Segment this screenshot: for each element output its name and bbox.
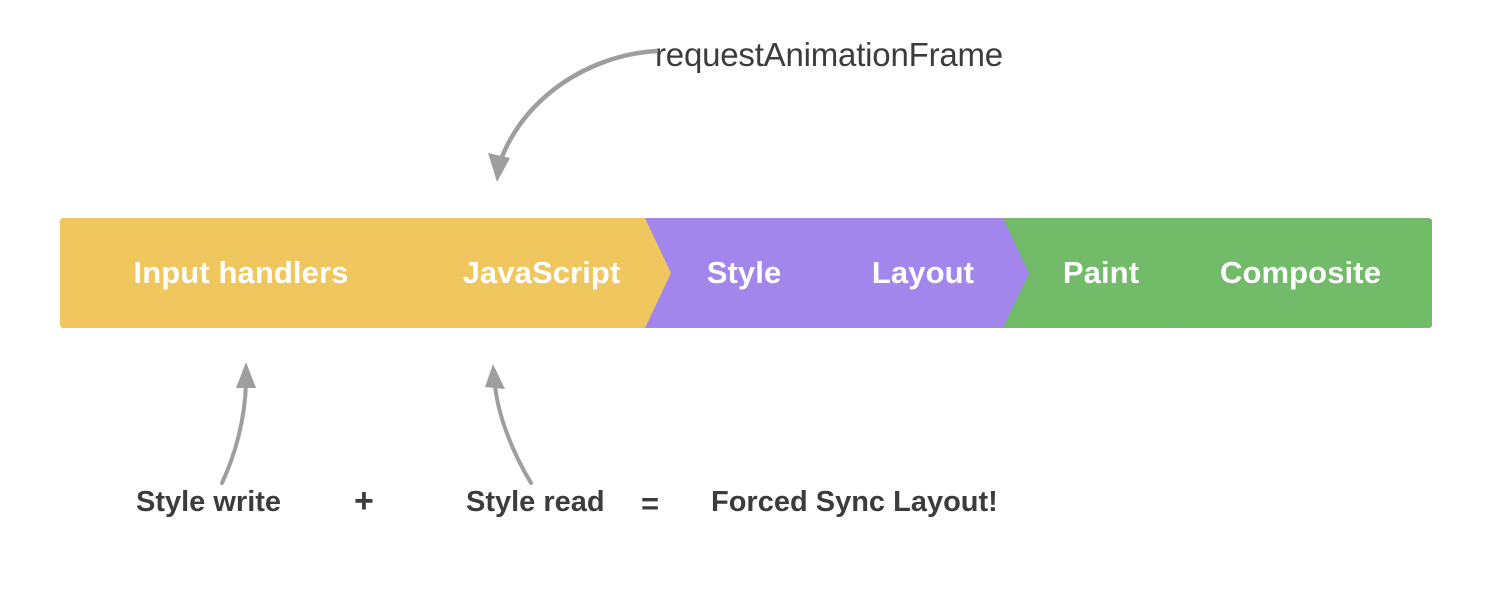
pipeline-stage-label: Style xyxy=(706,255,782,290)
pipeline-stage-label: Layout xyxy=(871,255,975,290)
request-animation-frame-label: requestAnimationFrame xyxy=(655,36,1003,73)
pipeline-stage-composite[interactable]: Composite xyxy=(1171,218,1432,328)
plus-operator: + xyxy=(354,482,374,520)
forced-sync-layout-label: Forced Sync Layout! xyxy=(711,486,998,518)
style-read-arrow-icon xyxy=(485,364,533,485)
pipeline-stage-style[interactable]: Style xyxy=(645,218,845,328)
rendering-pipeline: Input handlers JavaScript Style Layout P… xyxy=(60,218,1432,328)
pipeline-stage-label: Paint xyxy=(1062,255,1140,290)
request-animation-frame-arrow-icon xyxy=(488,48,659,182)
pipeline-stage-paint[interactable]: Paint xyxy=(1003,218,1201,328)
style-write-label: Style write xyxy=(136,486,282,518)
style-write-arrow-icon xyxy=(220,362,256,485)
pipeline-stage-label: JavaScript xyxy=(462,255,621,290)
pipeline-stage-layout[interactable]: Layout xyxy=(815,218,1033,328)
style-read-label: Style read xyxy=(466,486,605,518)
equals-operator: = xyxy=(641,486,660,521)
pipeline-stage-label: Composite xyxy=(1219,255,1382,290)
pipeline-stage-label: Input handlers xyxy=(133,255,349,290)
